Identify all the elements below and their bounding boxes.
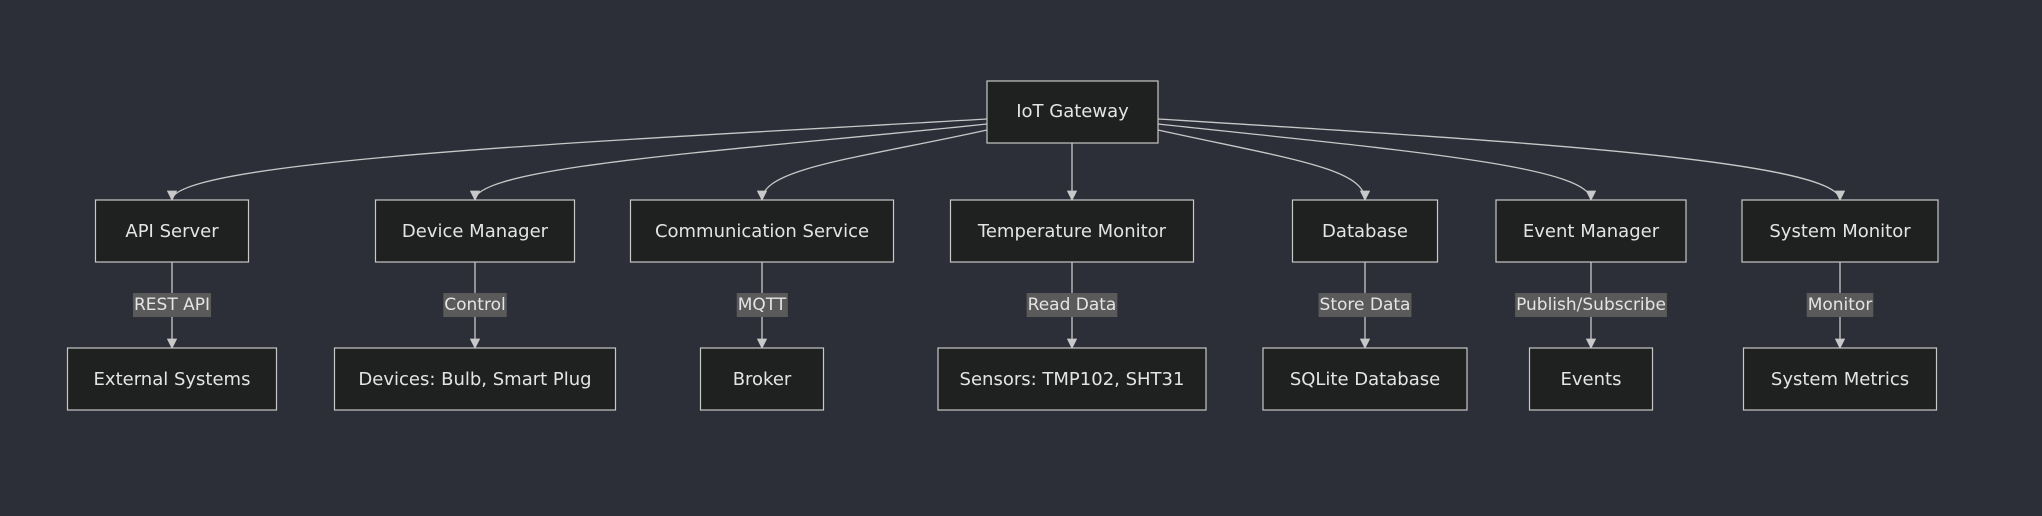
edge-root-to-event-manager: [1157, 123, 1597, 202]
communication-service-link-label: MQTT: [738, 295, 787, 315]
temperature-monitor-target-box: [937, 347, 1207, 411]
temperature-monitor-link-label-bg: [1026, 293, 1118, 317]
database-target-label: SQLite Database: [1290, 369, 1440, 390]
database-node-label: Database: [1322, 221, 1408, 242]
database-target-box: [1262, 347, 1468, 411]
communication-service-target-label: Broker: [733, 369, 792, 390]
device-manager-node-box: [374, 199, 576, 263]
root-node-label: IoT Gateway: [1016, 101, 1129, 122]
api-server-node-box: [94, 199, 250, 263]
root-node: IoT Gateway: [986, 80, 1159, 144]
communication-service-node-label: Communication Service: [655, 221, 869, 242]
root-node-box: [986, 80, 1159, 144]
event-manager-link-label-bg: [1515, 293, 1667, 317]
system-monitor-target-box: [1742, 347, 1938, 411]
database-link-label-bg: [1318, 293, 1412, 317]
api-server-node-label: API Server: [125, 221, 219, 242]
api-server-link-label-bg: [132, 293, 212, 317]
device-manager-target-box: [333, 347, 617, 411]
edge-root-to-database: [1157, 129, 1371, 202]
api-server-target-label: External Systems: [94, 369, 251, 390]
event-manager-node-box: [1495, 199, 1687, 263]
device-manager-node-label: Device Manager: [402, 221, 549, 242]
event-manager-target-label: Events: [1561, 369, 1622, 390]
device-manager-target-label: Devices: Bulb, Smart Plug: [358, 369, 591, 390]
event-manager-target-box: [1528, 347, 1654, 411]
system-monitor-link-label-bg: [1806, 293, 1874, 317]
database-link-label: Store Data: [1320, 295, 1411, 315]
system-monitor-node-label: System Monitor: [1769, 221, 1911, 242]
device-manager-link-label-bg: [443, 293, 507, 317]
device-manager-link-label: Control: [444, 295, 505, 315]
edge-root-to-api-server: [166, 118, 988, 202]
edge-root-to-device-manager: [469, 123, 988, 202]
temperature-monitor-node-box: [949, 199, 1195, 263]
system-monitor-node-box: [1741, 199, 1939, 263]
temperature-monitor-node-label: Temperature Monitor: [977, 221, 1167, 242]
system-monitor-link-label: Monitor: [1808, 295, 1873, 315]
system-monitor-target-label: System Metrics: [1771, 369, 1909, 390]
edge-root-to-system-monitor: [1157, 118, 1846, 202]
event-manager-node-label: Event Manager: [1523, 221, 1660, 242]
database-node-box: [1291, 199, 1439, 263]
event-manager-link-label: Publish/Subscribe: [1516, 295, 1666, 315]
temperature-monitor-link-label: Read Data: [1028, 295, 1117, 315]
temperature-monitor-target-label: Sensors: TMP102, SHT31: [960, 369, 1185, 390]
edge-root-to-communication-service: [756, 129, 988, 202]
api-server-link-label: REST API: [134, 295, 210, 315]
api-server-target-box: [66, 347, 278, 411]
root-edges: [166, 118, 1846, 202]
communication-service-target-box: [699, 347, 825, 411]
communication-service-link-label-bg: [736, 293, 788, 317]
